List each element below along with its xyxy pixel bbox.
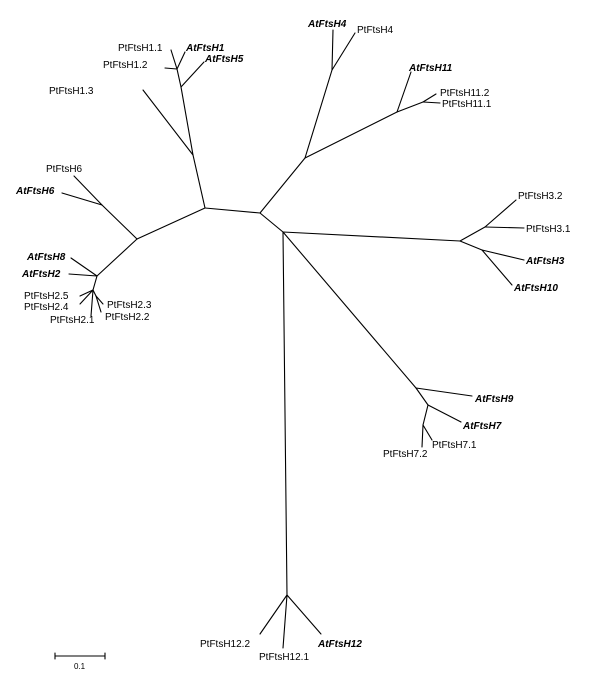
branch-pt-h121 <box>282 594 288 649</box>
leaf-label: PtFtsH2.3 <box>107 300 152 311</box>
branch-at-h1 <box>176 51 186 70</box>
leaf-label: PtFtsH1.2 <box>103 60 148 71</box>
branch-at-h7 <box>427 404 462 423</box>
leaf-label: PtFtsH3.2 <box>518 191 563 202</box>
branch-pt-h23 <box>95 295 104 305</box>
leaf-label: PtFtsH2.1 <box>50 315 95 326</box>
branch-pt-h111 <box>422 101 441 104</box>
branch-pt-h122 <box>259 594 288 635</box>
branch-h3-stem <box>282 231 461 242</box>
branch-h7-sub <box>415 387 429 406</box>
leaf-label: AtFtsH7 <box>462 421 502 432</box>
leaf-label: PtFtsH12.2 <box>200 639 250 650</box>
branch-at-h8 <box>70 257 98 277</box>
branch-h11-stem <box>304 111 398 159</box>
branch-at-h5 <box>180 61 205 88</box>
branch-pt-h32 <box>484 199 517 228</box>
leaf-label: PtFtsH2.4 <box>24 302 69 313</box>
leaf-label: AtFtsH8 <box>26 252 66 263</box>
branch-at-h2 <box>68 273 98 277</box>
branch-pt-h6 <box>73 175 103 206</box>
branch-pt-h2-inner <box>92 289 97 297</box>
branch-pt-h7-pair <box>422 404 429 426</box>
leaf-label: PtFtsH1.1 <box>118 43 163 54</box>
branch-at-h3 <box>481 249 525 261</box>
leaf-label: PtFtsH2.2 <box>105 312 150 323</box>
branch-pt-h31 <box>484 226 525 229</box>
branch-at-h6 <box>61 192 103 206</box>
branch-at-h12 <box>286 594 322 635</box>
leaf-label: PtFtsH12.1 <box>259 652 309 663</box>
leaf-label: PtFtsH2.5 <box>24 291 69 302</box>
branch-h1-stem <box>192 154 206 209</box>
branch-at-h10 <box>481 249 513 286</box>
leaf-label: AtFtsH1 <box>185 43 225 54</box>
branch-at-h11 <box>396 71 412 113</box>
leaf-label: AtFtsH5 <box>204 54 244 65</box>
scale-bar-label: 0.1 <box>74 662 86 671</box>
branch-pt-h11-pair <box>396 101 424 113</box>
leaf-label: AtFtsH12 <box>317 639 362 650</box>
leaf-label: PtFtsH11.2 <box>440 88 490 99</box>
branch-h7-stem <box>282 231 417 389</box>
leaf-label: PtFtsH7.1 <box>432 440 477 451</box>
branch-h2-stem <box>96 238 138 277</box>
leaf-label: AtFtsH10 <box>513 283 558 294</box>
branch-pt-h12 <box>164 67 178 70</box>
branch-h1-sub <box>180 86 194 156</box>
branch-pt-h25 <box>79 289 94 297</box>
branch-pt-h22 <box>95 295 102 313</box>
branch-pt-h72 <box>421 424 424 448</box>
branch-h4-stem <box>304 69 333 159</box>
leaf-label: AtFtsH2 <box>21 269 61 280</box>
leaf-label: AtFtsH11 <box>408 63 453 74</box>
branch-h1-inner <box>176 68 182 88</box>
branch-h13 <box>142 89 194 156</box>
branch-pt-h3-pair <box>459 226 486 242</box>
leaf-label: PtFtsH7.2 <box>383 449 428 460</box>
leaf-label: AtFtsH4 <box>307 19 347 30</box>
leaf-label: PtFtsH1.3 <box>49 86 94 97</box>
leaf-label: PtFtsH4 <box>357 25 394 36</box>
branch-at-h3-pair <box>459 240 483 251</box>
leaf-label: AtFtsH3 <box>525 256 565 267</box>
branch-pt-h11 <box>170 49 178 70</box>
branch-at-h4 <box>331 29 334 71</box>
branch-pt-h4 <box>331 32 356 71</box>
branch-left-stem <box>136 207 206 240</box>
branch-h6-stem <box>101 204 138 240</box>
leaf-label: PtFtsH11.1 <box>442 99 492 110</box>
branch-pt-h2-stem <box>92 275 98 291</box>
branch-pt-h21 <box>90 289 94 317</box>
branch-at-h9 <box>415 387 473 397</box>
branch-root-upper <box>204 207 261 214</box>
branch-pt-h112 <box>422 93 437 103</box>
branch-pt-h71 <box>422 424 433 441</box>
leaf-label: AtFtsH6 <box>15 186 55 197</box>
branch-pt-h24 <box>79 289 94 305</box>
branch-h12-stem <box>282 231 288 596</box>
leaf-label: PtFtsH6 <box>46 164 83 175</box>
leaf-label: PtFtsH3.1 <box>526 224 571 235</box>
branch-h4h11-stem <box>259 157 306 214</box>
leaf-label: AtFtsH9 <box>474 394 514 405</box>
branch-root-lower <box>259 212 284 233</box>
